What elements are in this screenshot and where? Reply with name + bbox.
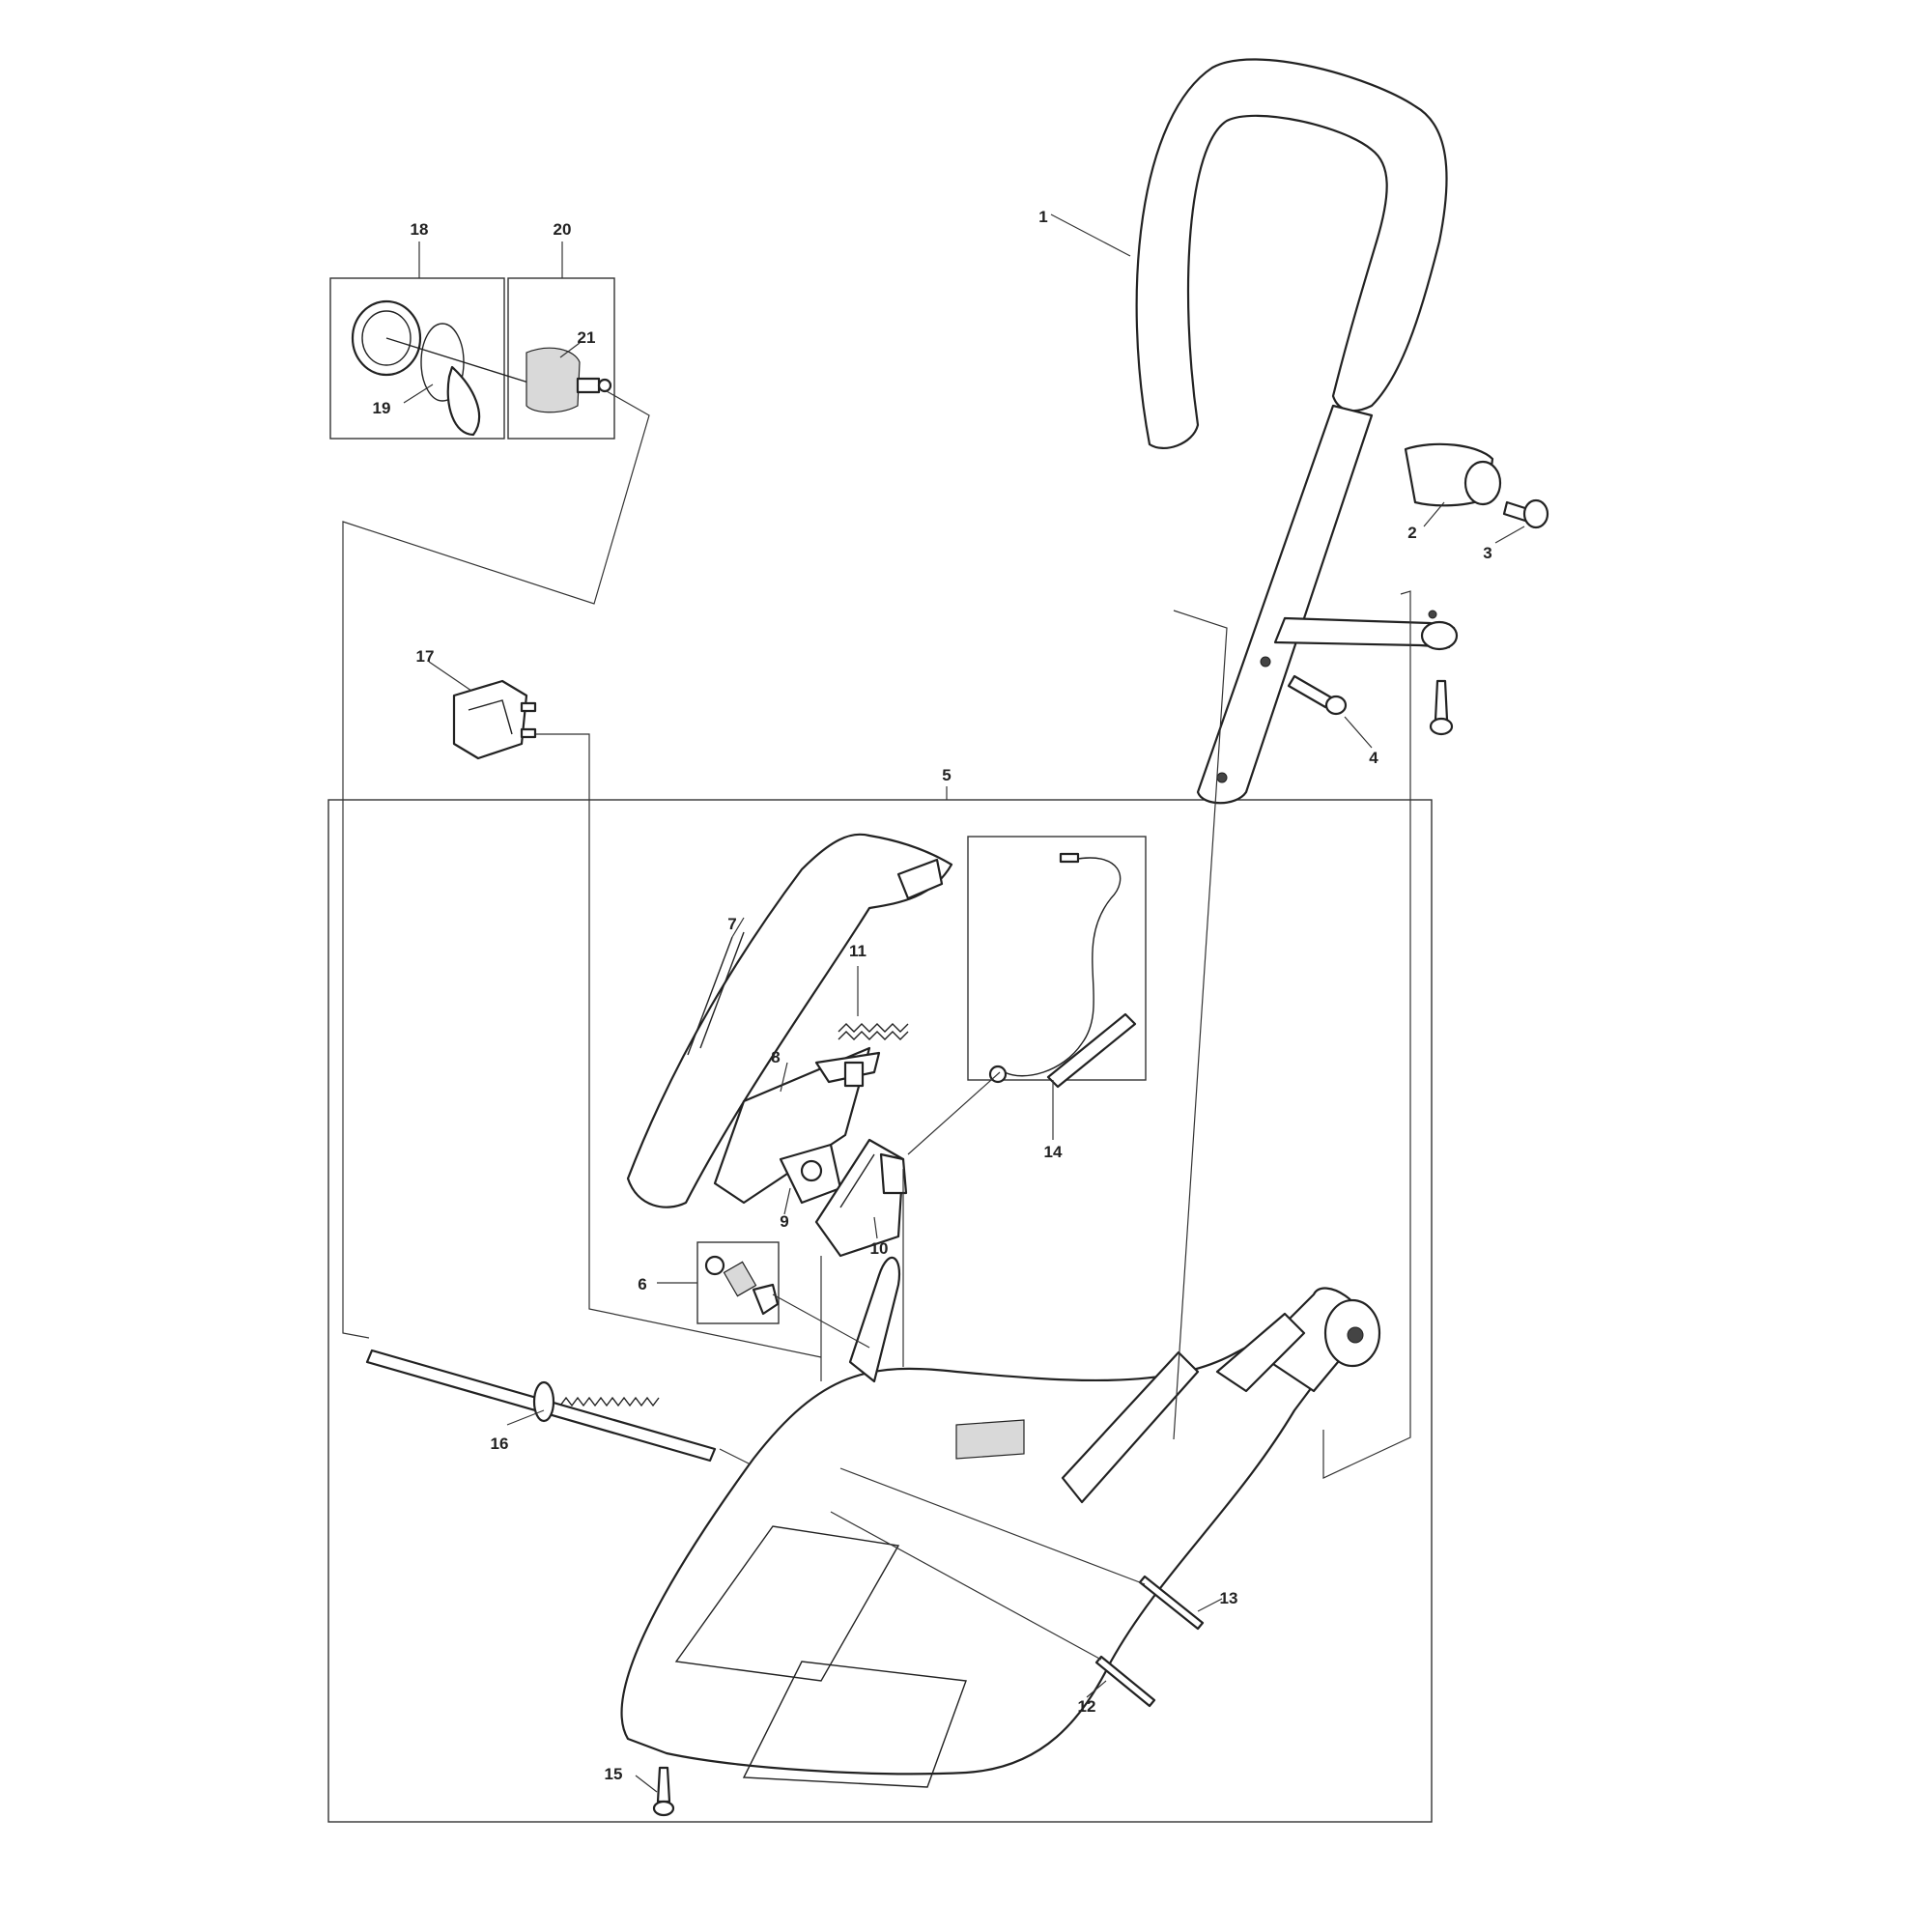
switch-part-17 [452,679,537,760]
callout-3: 3 [1483,544,1492,562]
callout-labels: 1 2 3 4 5 6 7 8 9 10 11 12 13 14 15 16 1… [373,208,1492,1783]
callout-16: 16 [491,1435,509,1453]
callout-4: 4 [1369,749,1378,767]
pin-part-13 [1138,1575,1205,1631]
filler-cap-part-18 [351,299,542,437]
callout-10: 10 [870,1239,889,1258]
housing-part-5 [620,1256,1381,1788]
handle-cover-part-7 [626,833,953,1208]
filter-part-21 [526,347,612,413]
callout-15: 15 [605,1765,623,1783]
callout-17: 17 [416,647,435,666]
handlebar-part-1 [1135,58,1459,805]
callout-9: 9 [780,1212,788,1231]
callout-6: 6 [638,1275,646,1293]
frame-part-20 [507,277,615,440]
callout-14: 14 [1044,1143,1063,1161]
screw-part-3 [1502,498,1549,529]
callout-1: 1 [1038,208,1047,226]
callout-11: 11 [849,942,867,960]
valve-part-6 [704,1255,780,1316]
callout-18: 18 [411,220,429,239]
throttle-lock-part-8 [713,1046,881,1205]
callout-20: 20 [554,220,572,239]
callout-7: 7 [727,915,736,933]
frame-part-18 [329,277,505,440]
pin-part-12 [1094,1655,1156,1708]
throttle-trigger-part-9 [779,1143,842,1205]
callout-12: 12 [1078,1697,1096,1716]
callout-2: 2 [1407,524,1416,542]
leader-lines [342,213,1525,1793]
clamp-part-2 [1404,442,1502,507]
frame-group-5 [327,799,1433,1823]
screw-part-4 [1287,674,1454,736]
callout-5: 5 [942,766,951,784]
cable-part-14 [988,852,1137,1089]
callout-19: 19 [373,399,391,417]
throttle-trigger-part-10 [814,1138,908,1258]
shaft-part-16 [365,1349,717,1463]
spring-part-11 [838,1023,909,1040]
callout-8: 8 [771,1048,780,1066]
screw-part-15 [652,1766,675,1817]
callout-21: 21 [578,328,596,347]
callout-13: 13 [1220,1589,1238,1607]
